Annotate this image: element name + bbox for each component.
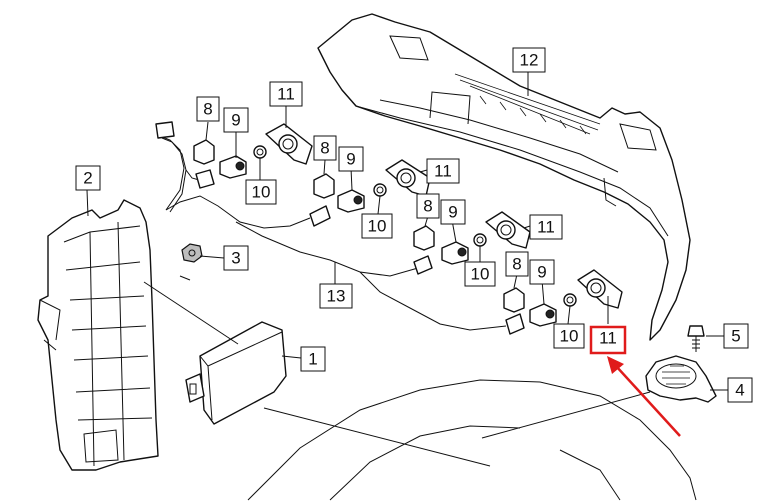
svg-text:10: 10 bbox=[471, 265, 490, 284]
svg-text:3: 3 bbox=[231, 249, 240, 268]
svg-text:13: 13 bbox=[327, 287, 346, 306]
sensor-body-d bbox=[529, 303, 557, 327]
label-8b: 8 bbox=[313, 135, 337, 161]
label-11c: 11 bbox=[529, 214, 563, 240]
bumper-ribs bbox=[454, 73, 601, 135]
label-10d: 10 bbox=[553, 323, 585, 349]
sensor-holder-c bbox=[485, 211, 531, 249]
sensor-body-c bbox=[441, 241, 469, 265]
label-5: 5 bbox=[723, 323, 749, 349]
wiring-harness bbox=[155, 121, 525, 335]
label-9c: 9 bbox=[440, 199, 466, 225]
svg-text:11: 11 bbox=[537, 218, 555, 237]
sensor-body-a bbox=[219, 155, 247, 179]
label-11d: 11 bbox=[599, 329, 617, 348]
label-8a: 8 bbox=[196, 96, 220, 122]
svg-text:9: 9 bbox=[537, 263, 546, 282]
label-9a: 9 bbox=[223, 107, 249, 133]
svg-text:10: 10 bbox=[560, 327, 579, 346]
svg-text:11: 11 bbox=[434, 162, 452, 181]
label-4: 4 bbox=[727, 377, 753, 403]
label-9b: 9 bbox=[338, 146, 364, 172]
svg-text:8: 8 bbox=[423, 197, 432, 216]
svg-text:10: 10 bbox=[368, 217, 387, 236]
leader-lines bbox=[86, 72, 728, 467]
svg-text:11: 11 bbox=[277, 85, 295, 104]
control-module bbox=[185, 321, 287, 425]
sensor-group-a bbox=[193, 123, 313, 179]
nut bbox=[181, 243, 203, 263]
label-10b: 10 bbox=[361, 213, 393, 239]
sensor-holder-a bbox=[265, 123, 313, 165]
svg-text:9: 9 bbox=[231, 111, 240, 130]
svg-text:8: 8 bbox=[320, 139, 329, 158]
label-11b: 11 bbox=[426, 158, 460, 184]
label-2: 2 bbox=[75, 165, 101, 191]
rear-bumper bbox=[317, 13, 691, 341]
highlight-marker bbox=[589, 325, 681, 437]
label-10a: 10 bbox=[245, 179, 277, 205]
svg-text:11: 11 bbox=[599, 329, 617, 348]
label-10c: 10 bbox=[464, 261, 496, 287]
svg-text:9: 9 bbox=[346, 150, 355, 169]
svg-text:10: 10 bbox=[252, 183, 271, 202]
label-13: 13 bbox=[319, 283, 353, 309]
svg-text:9: 9 bbox=[448, 203, 457, 222]
buzzer bbox=[645, 355, 717, 403]
label-9d: 9 bbox=[529, 259, 555, 285]
svg-text:8: 8 bbox=[203, 100, 212, 119]
label-3: 3 bbox=[223, 245, 249, 271]
vehicle-body bbox=[247, 379, 697, 501]
label-11a: 11 bbox=[269, 81, 303, 107]
label-8d: 8 bbox=[505, 251, 529, 277]
sensor-group-d bbox=[503, 269, 623, 327]
sensor-group-b bbox=[313, 159, 431, 213]
screw bbox=[687, 325, 705, 352]
svg-text:2: 2 bbox=[83, 169, 92, 188]
sensor-holder-d bbox=[577, 269, 623, 309]
svg-text:1: 1 bbox=[308, 350, 317, 369]
label-12: 12 bbox=[512, 47, 546, 73]
label-1: 1 bbox=[300, 346, 326, 372]
svg-text:5: 5 bbox=[731, 327, 740, 346]
svg-text:12: 12 bbox=[520, 51, 539, 70]
bracket bbox=[37, 199, 159, 471]
sensor-body-b bbox=[337, 189, 365, 213]
label-8c: 8 bbox=[416, 193, 440, 219]
sensor-group-c bbox=[413, 211, 531, 265]
svg-text:4: 4 bbox=[735, 381, 744, 400]
svg-text:8: 8 bbox=[512, 255, 521, 274]
sensor-holder-b bbox=[385, 159, 431, 197]
